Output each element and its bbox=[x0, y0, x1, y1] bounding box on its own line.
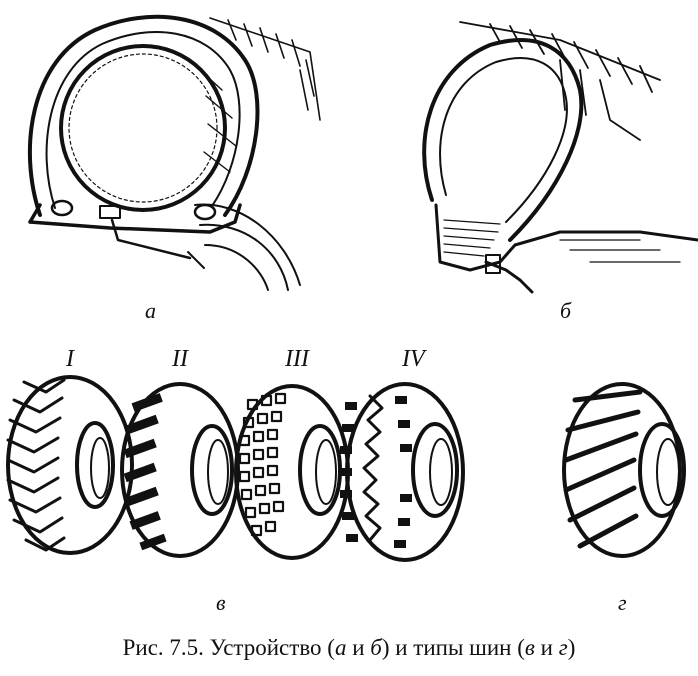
caption-v: в bbox=[525, 635, 535, 660]
tire-type-III: III bbox=[284, 346, 310, 372]
tube-cord-layer bbox=[68, 53, 218, 203]
tire-IV-edge-lugs bbox=[340, 396, 412, 548]
tubeless-rim bbox=[434, 203, 698, 272]
tire-I-chevrons bbox=[6, 378, 66, 552]
bead-left bbox=[50, 199, 74, 217]
tire-type-IV: IV bbox=[401, 346, 427, 372]
caption-a: а bbox=[335, 635, 347, 660]
figure-caption: Рис. 7.5. Устройство (а и б) и типы шин … bbox=[123, 635, 576, 660]
tire-III bbox=[234, 384, 350, 560]
sidewall-shading bbox=[199, 69, 237, 173]
valve-stem bbox=[110, 218, 192, 260]
label-b: б bbox=[560, 298, 572, 323]
tubeless-tire-cross-section: б bbox=[422, 21, 698, 323]
bead-right bbox=[193, 203, 217, 221]
tire-casing-outer bbox=[27, 14, 260, 217]
label-v: в bbox=[216, 590, 226, 615]
wheel-disc bbox=[194, 203, 301, 291]
caption-b: б bbox=[370, 635, 383, 660]
label-g: г bbox=[618, 590, 627, 615]
tire-II bbox=[120, 382, 240, 558]
rim bbox=[28, 203, 242, 234]
tubeless-casing-outer bbox=[422, 38, 584, 242]
tire-casing-inner bbox=[45, 31, 241, 209]
tire-I bbox=[6, 375, 134, 555]
valve-cap bbox=[187, 251, 205, 269]
tubeless-valve bbox=[484, 260, 534, 294]
valve-base bbox=[99, 205, 121, 219]
tread-hatching bbox=[209, 17, 321, 121]
caption-suffix: ) bbox=[568, 635, 576, 660]
tire-type-I: I bbox=[65, 346, 75, 372]
tire-II-lugs bbox=[123, 393, 167, 551]
tire-IV-zigzag bbox=[362, 394, 384, 542]
tire-IV bbox=[340, 382, 465, 562]
caption-prefix: Рис. 7.5. Устройство ( bbox=[123, 635, 335, 660]
tire-type-II: II bbox=[171, 346, 189, 372]
tube-tire-cross-section: а bbox=[27, 14, 321, 323]
caption-and1: и bbox=[346, 635, 370, 660]
rim-hatching bbox=[443, 219, 681, 263]
tire-g bbox=[562, 382, 686, 558]
valve-nut bbox=[485, 254, 501, 274]
caption-g: г bbox=[559, 635, 568, 660]
tire-III-blocks bbox=[238, 392, 287, 537]
tubeless-casing-inner bbox=[439, 57, 568, 223]
inner-tube bbox=[59, 44, 227, 212]
label-a: а bbox=[145, 298, 156, 323]
caption-and2: и bbox=[535, 635, 559, 660]
tire-g-diagonal-lugs bbox=[563, 389, 643, 549]
caption-mid: ) и типы шин ( bbox=[382, 635, 525, 660]
